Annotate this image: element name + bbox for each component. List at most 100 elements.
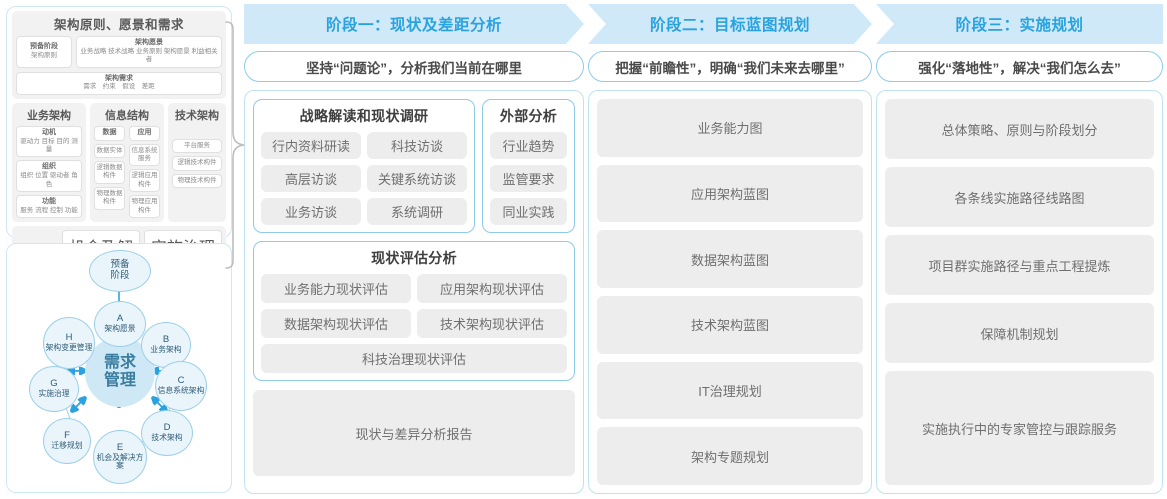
phase-1-top-row: 战略解读和现状调研 行内资料研读 科技访谈 高层访谈 关键系统访谈 业务访谈 系… bbox=[253, 99, 575, 233]
technology-architecture-group: 技术架构 平台服务 逻辑技术构件 物理技术构件 bbox=[168, 102, 226, 223]
phase-2-subheader: 把握“前瞻性”，明确“我们未来去哪里” bbox=[588, 51, 872, 82]
phase-3-subheader: 强化“落地性”，解决“我们怎么去” bbox=[876, 51, 1163, 82]
tech-item-1-label: 逻辑技术构件 bbox=[177, 159, 217, 167]
adm-node-f-label: 迁移规划 bbox=[51, 440, 83, 450]
info-data-item-2: 物理数据构件 bbox=[94, 186, 125, 210]
architecture-vision-sub: 业务战略 技术战略 业务原则 架构愿景 利益相关者 bbox=[80, 47, 218, 64]
phase-2-body: 业务能力图 应用架构蓝图 数据架构蓝图 技术架构蓝图 IT治理规划 架构专题规划 bbox=[588, 90, 872, 494]
info-data-head-label: 数据 bbox=[102, 128, 117, 136]
external-analysis-title: 外部分析 bbox=[499, 108, 558, 124]
tech-item-0: 平台服务 bbox=[172, 138, 222, 154]
adm-node-f[interactable]: F 迁移规划 bbox=[43, 418, 91, 464]
info-data-item-0-label: 数据实体 bbox=[96, 146, 123, 154]
assessment-item-0[interactable]: 业务能力现状评估 bbox=[261, 274, 411, 303]
business-item-motivation-sub: 驱动力 目标 目的 测量 bbox=[20, 137, 78, 153]
assessment-item-4[interactable]: 科技治理现状评估 bbox=[261, 344, 567, 373]
strategy-item-5[interactable]: 系统调研 bbox=[367, 198, 467, 225]
strategy-item-3[interactable]: 关键系统访谈 bbox=[367, 165, 467, 192]
business-item-organization: 组织 组织 位置 驱动者 角色 bbox=[16, 160, 82, 193]
phase-3-item-4[interactable]: 实施执行中的专家管控与跟踪服务 bbox=[885, 371, 1154, 485]
phase-3-banner-label: 阶段三：实施规划 bbox=[955, 17, 1084, 34]
adm-node-g-letter: G bbox=[50, 378, 58, 390]
phase-3-item-0[interactable]: 总体策略、原则与阶段划分 bbox=[885, 99, 1154, 159]
adm-node-e[interactable]: E 机会及解决方案 bbox=[93, 430, 147, 484]
adm-node-b-label: 业务架构 bbox=[150, 344, 182, 354]
tech-item-2-label: 物理技术构件 bbox=[177, 176, 217, 184]
strategy-item-2[interactable]: 高层访谈 bbox=[261, 165, 361, 192]
architecture-vision-cell: 架构愿景 业务战略 技术战略 业务原则 架构愿景 利益相关者 bbox=[76, 36, 222, 68]
prep-stage-title: 预备阶段 bbox=[30, 43, 58, 51]
info-data-item-1: 逻辑数据构件 bbox=[94, 161, 125, 184]
architecture-vision-title: 架构愿景 bbox=[135, 39, 163, 46]
adm-node-h[interactable]: H 架构变更管理 bbox=[43, 317, 95, 369]
info-data-head: 数据 bbox=[94, 125, 125, 141]
adm-node-b[interactable]: B 业务架构 bbox=[141, 322, 191, 368]
adm-node-c[interactable]: C 信息系统架构 bbox=[155, 361, 207, 411]
adm-node-a-label: 架构愿景 bbox=[104, 323, 136, 333]
business-item-motivation-title: 动机 bbox=[42, 128, 56, 136]
info-app-item-1: 逻辑应用构件 bbox=[129, 169, 160, 193]
phase-2-item-0[interactable]: 业务能力图 bbox=[597, 99, 863, 157]
adm-node-a-letter: A bbox=[116, 313, 124, 325]
phase-2-item-1[interactable]: 应用架构蓝图 bbox=[597, 164, 863, 223]
assessment-items-full: 科技治理现状评估 bbox=[261, 344, 567, 373]
external-item-2[interactable]: 同业实践 bbox=[490, 198, 567, 225]
phase-3-banner: 阶段三：实施规划 bbox=[876, 4, 1163, 44]
phase-2-item-5[interactable]: 架构专题规划 bbox=[597, 427, 863, 486]
adm-node-g[interactable]: G 实施治理 bbox=[29, 366, 79, 412]
info-app-head-label: 应用 bbox=[137, 128, 152, 136]
adm-node-h-letter: H bbox=[65, 332, 73, 344]
phase-column-2: 阶段二：目标蓝图规划 把握“前瞻性”，明确“我们未来去哪里” 业务能力图 应用架… bbox=[588, 4, 872, 494]
phase-2-item-4[interactable]: IT治理规划 bbox=[597, 361, 863, 420]
adm-center-line1: 需求 bbox=[103, 354, 136, 372]
strategy-item-4[interactable]: 业务访谈 bbox=[261, 198, 361, 225]
architecture-requirement-title: 架构需求 bbox=[105, 74, 133, 82]
phase-2-banner: 阶段二：目标蓝图规划 bbox=[588, 4, 872, 44]
adm-node-h-label: 架构变更管理 bbox=[45, 342, 93, 352]
phase-1-report[interactable]: 现状与差异分析报告 bbox=[253, 390, 575, 476]
business-architecture-group: 业务架构 动机 驱动力 目标 目的 测量 组织 组织 位置 驱动者 角色 功能 … bbox=[12, 102, 86, 223]
adm-node-d[interactable]: D 技术架构 bbox=[141, 410, 193, 456]
info-data-item-1-label: 逻辑数据构件 bbox=[96, 164, 123, 180]
business-item-function-title: 功能 bbox=[42, 198, 56, 206]
external-analysis-card: 外部分析 行业趋势 监管要求 同业实践 bbox=[482, 99, 575, 233]
adm-cycle-panel: 预备 阶段 需求 管理 A 架构愿景 B 业务架构 C 信息 bbox=[6, 243, 232, 493]
current-state-assessment-card: 现状评估分析 业务能力现状评估 应用架构现状评估 数据架构现状评估 技术架构现状… bbox=[253, 241, 575, 381]
phase-2-item-2[interactable]: 数据架构蓝图 bbox=[597, 230, 863, 289]
adm-node-prep-line2: 阶段 bbox=[110, 270, 130, 281]
assessment-item-2[interactable]: 数据架构现状评估 bbox=[261, 309, 411, 338]
current-state-assessment-title: 现状评估分析 bbox=[371, 250, 457, 266]
adm-node-e-label: 机会及解决方案 bbox=[96, 452, 144, 471]
adm-node-a[interactable]: A 架构愿景 bbox=[94, 301, 146, 347]
strategy-item-1[interactable]: 科技访谈 bbox=[367, 132, 467, 159]
phase-3-body: 总体策略、原则与阶段划分 各条线实施路径线路图 项目群实施路径与重点工程提炼 保… bbox=[876, 90, 1163, 494]
external-item-1[interactable]: 监管要求 bbox=[490, 165, 567, 192]
strategy-item-0[interactable]: 行内资料研读 bbox=[261, 132, 361, 159]
business-item-organization-sub: 组织 位置 驱动者 角色 bbox=[20, 172, 78, 188]
strategy-research-title: 战略解读和现状调研 bbox=[299, 108, 429, 124]
info-data-item-0: 数据实体 bbox=[94, 143, 125, 158]
phase-3-item-1[interactable]: 各条线实施路径线路图 bbox=[885, 167, 1154, 227]
togaf-framework-panel: 架构原则、愿景和需求 预备阶段 架构原则 架构愿景 业务战略 技术战略 业务原则… bbox=[6, 6, 232, 363]
phase-3-item-3[interactable]: 保障机制规划 bbox=[885, 303, 1154, 363]
adm-node-d-label: 技术架构 bbox=[151, 432, 183, 442]
business-item-function-sub: 服务 流程 控制 功能 bbox=[20, 206, 78, 214]
adm-node-f-letter: F bbox=[64, 430, 70, 442]
prep-stage-cell: 预备阶段 架构原则 bbox=[16, 36, 72, 68]
phase-2-banner-shape bbox=[588, 4, 872, 44]
strategy-research-card: 战略解读和现状调研 行内资料研读 科技访谈 高层访谈 关键系统访谈 业务访谈 系… bbox=[253, 99, 475, 233]
external-analysis-items: 行业趋势 监管要求 同业实践 bbox=[490, 132, 567, 225]
business-item-motivation: 动机 驱动力 目标 目的 测量 bbox=[16, 125, 82, 158]
phase-column-3: 阶段三：实施规划 强化“落地性”，解决“我们怎么去” 总体策略、原则与阶段划分 … bbox=[876, 4, 1163, 494]
phase-2-item-3[interactable]: 技术架构蓝图 bbox=[597, 296, 863, 354]
tech-item-2: 物理技术构件 bbox=[172, 173, 222, 189]
adm-node-prep-line1: 预备 bbox=[110, 259, 130, 271]
adm-node-prep[interactable]: 预备 阶段 bbox=[89, 250, 151, 292]
external-item-0[interactable]: 行业趋势 bbox=[490, 132, 567, 159]
assessment-items-grid: 业务能力现状评估 应用架构现状评估 数据架构现状评估 技术架构现状评估 bbox=[261, 274, 567, 338]
business-architecture-title: 业务架构 bbox=[27, 109, 71, 122]
assessment-item-1[interactable]: 应用架构现状评估 bbox=[417, 274, 567, 303]
technology-architecture-title: 技术架构 bbox=[175, 109, 219, 122]
assessment-item-3[interactable]: 技术架构现状评估 bbox=[417, 309, 567, 338]
phase-3-item-2[interactable]: 项目群实施路径与重点工程提炼 bbox=[885, 235, 1154, 295]
